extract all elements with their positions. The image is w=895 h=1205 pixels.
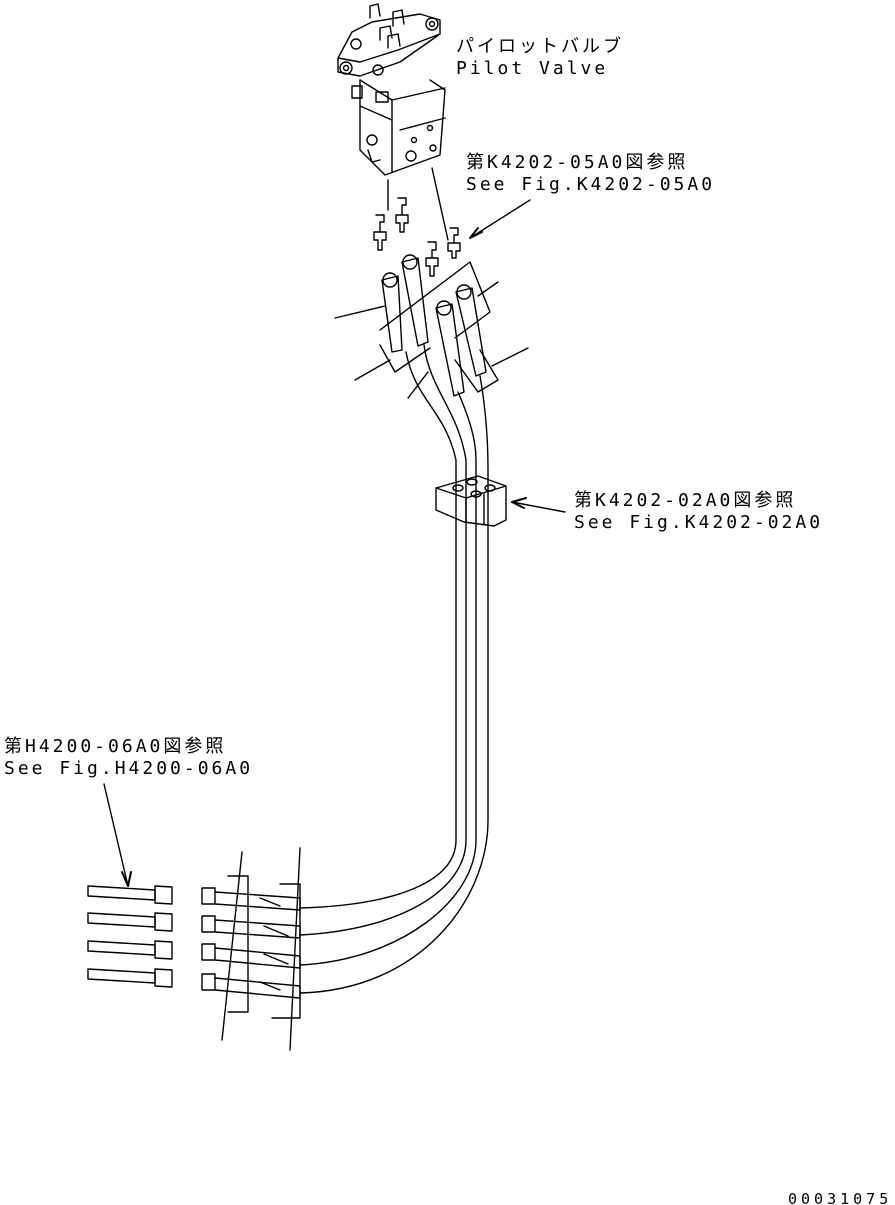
reference-k4202-02a0-en: See Fig.K4202-02A0: [574, 512, 824, 533]
lower-hose-ends: [201, 847, 301, 1051]
pilot-valve-label: パイロットバルブ Pilot Valve: [456, 36, 624, 80]
reference-h4200-06a0-jp: 第H4200-06A0図参照: [4, 736, 227, 757]
reference-h4200-06a0-en: See Fig.H4200-06A0: [4, 758, 254, 779]
reference-h4200-06a0: 第H4200-06A0図参照 See Fig.H4200-06A0: [4, 736, 253, 780]
connecting-pipes: [87, 885, 173, 988]
reference-k4202-05a0-jp: 第K4202-05A0図参照: [466, 152, 689, 173]
hose-bundle: [299, 344, 489, 994]
adapter-fittings: [373, 167, 461, 277]
reference-k4202-02a0-jp: 第K4202-02A0図参照: [574, 490, 797, 511]
reference-k4202-05a0-en: See Fig.K4202-05A0: [466, 174, 716, 195]
arrowhead: [469, 227, 483, 239]
arrowhead: [121, 871, 132, 887]
leader-h4200-06a0: [103, 783, 129, 887]
leader-k4202-05a0: [469, 199, 531, 239]
drawing-number: 00031075: [788, 1190, 893, 1205]
leader-k4202-02a0: [511, 501, 566, 513]
pilot-valve-label-jp: パイロットバルブ: [456, 36, 624, 57]
reference-k4202-02a0: 第K4202-02A0図参照 See Fig.K4202-02A0: [574, 490, 823, 534]
reference-k4202-05a0: 第K4202-05A0図参照 See Fig.K4202-05A0: [466, 152, 715, 196]
pilot-valve-drawing: [337, 3, 446, 176]
hose-clamp-block: [435, 475, 507, 527]
pilot-valve-label-en: Pilot Valve: [456, 58, 609, 79]
arrowhead: [511, 497, 527, 509]
upper-hose-ends: [334, 254, 529, 399]
